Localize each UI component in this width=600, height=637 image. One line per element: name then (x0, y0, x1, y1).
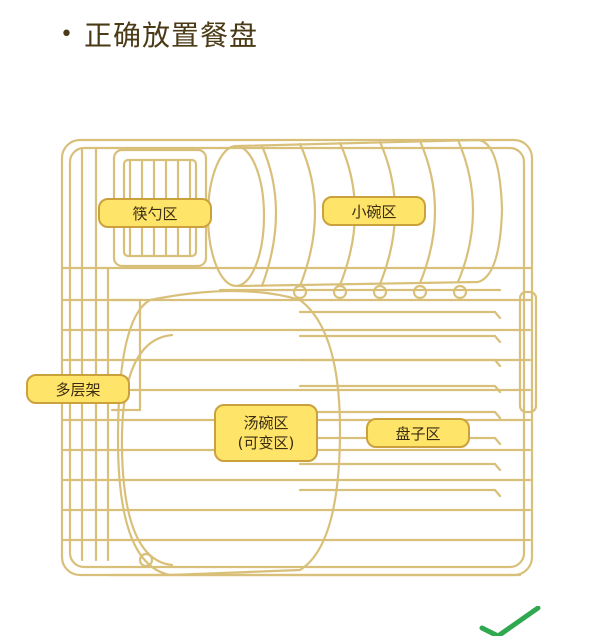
zone-label-soup-bowls-line2: (可变区) (237, 434, 295, 452)
zone-label-chopsticks: 筷勺区 (98, 198, 212, 228)
zone-label-soup-bowls-line1: 汤碗区 (243, 414, 289, 432)
zone-label-plates: 盘子区 (366, 418, 470, 448)
check-icon (479, 606, 541, 636)
zone-label-soup-bowls: 汤碗区 (可变区) (214, 404, 318, 462)
rack-frame-inner (68, 146, 526, 569)
page-heading: • 正确放置餐盘 (60, 14, 258, 54)
zone-label-multi-rack: 多层架 (26, 374, 130, 404)
zone-label-small-bowls: 小碗区 (322, 196, 426, 226)
bullet: • (60, 21, 74, 47)
soup-bowl (116, 289, 342, 577)
page-title: 正确放置餐盘 (83, 19, 258, 52)
small-bowl-stack (236, 138, 504, 288)
